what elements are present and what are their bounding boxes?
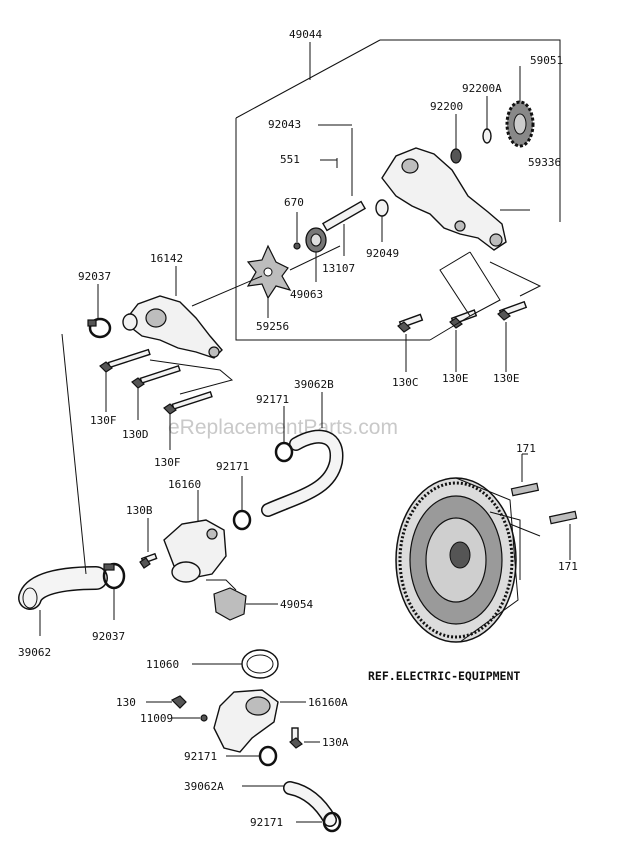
thermostat-49054 [206,579,278,621]
label-92171-b: 92171 [216,460,249,473]
label-130A: 130A [322,736,349,749]
label-92171-c: 92171 [184,750,217,763]
label-49054: 49054 [280,598,313,611]
label-130D: 130D [122,428,149,441]
label-59256: 59256 [256,320,289,333]
label-59051: 59051 [530,54,563,67]
label-11060: 11060 [146,658,179,671]
watermark: eReplacementParts.com [168,416,398,439]
thermostat-housing-16160 [139,490,227,583]
impeller-59256 [246,244,341,318]
label-11009: 11009 [140,712,173,725]
shaft-13107 [318,124,367,256]
label-92171-a: 92171 [256,393,289,406]
label-13107: 13107 [322,262,355,275]
label-130E-b: 130E [493,372,520,385]
label-92200A: 92200A [462,82,502,95]
label-16160A: 16160A [308,696,348,709]
label-39062: 39062 [18,646,51,659]
label-551: 551 [280,153,300,166]
hose-clamp-92037-lower [102,562,126,620]
label-92043: 92043 [268,118,301,131]
bolts-130F-130D [99,348,234,450]
water-inlet-16160A [146,689,320,753]
label-92200: 92200 [430,100,463,113]
label-39062A: 39062A [184,780,224,793]
label-130C: 130C [392,376,419,389]
bolts-130C-130E [397,251,542,372]
label-130E-a: 130E [442,372,469,385]
hose-39062B [261,392,344,517]
label-130F-a: 130F [90,414,117,427]
label-171-b: 171 [558,560,578,573]
hose-39062A [226,745,342,833]
bearing-49063 [293,212,327,282]
label-92037-lower: 92037 [92,630,125,643]
hose-clamps-92171-mid [232,406,294,531]
label-16160: 16160 [168,478,201,491]
label-49044: 49044 [289,28,322,41]
label-39062B: 39062B [294,378,334,391]
stud-bolts-171 [509,453,578,560]
label-171-a: 171 [516,442,536,455]
label-130B: 130B [126,504,153,517]
label-130: 130 [116,696,136,709]
label-59336: 59336 [528,156,561,169]
gear-59051 [505,66,535,148]
label-92049: 92049 [366,247,399,260]
label-670: 670 [284,196,304,209]
washers-92200 [450,96,492,164]
label-49063: 49063 [290,288,323,301]
flywheel [395,477,521,643]
washer-92049 [375,199,389,217]
assembly-bracket-49044 [235,39,561,341]
hose-clamp-92037-upper [87,284,112,339]
governor-housing-59336 [381,147,530,251]
label-130F-b: 130F [154,456,181,469]
label-92037-upper: 92037 [78,270,111,283]
reference-note: REF.ELECTRIC-EQUIPMENT [368,669,520,683]
hose-39062 [18,333,108,636]
water-pump-16142 [122,266,263,359]
label-92171-d: 92171 [250,816,283,829]
label-16142: 16142 [150,252,183,265]
gasket-11060 [192,649,279,679]
